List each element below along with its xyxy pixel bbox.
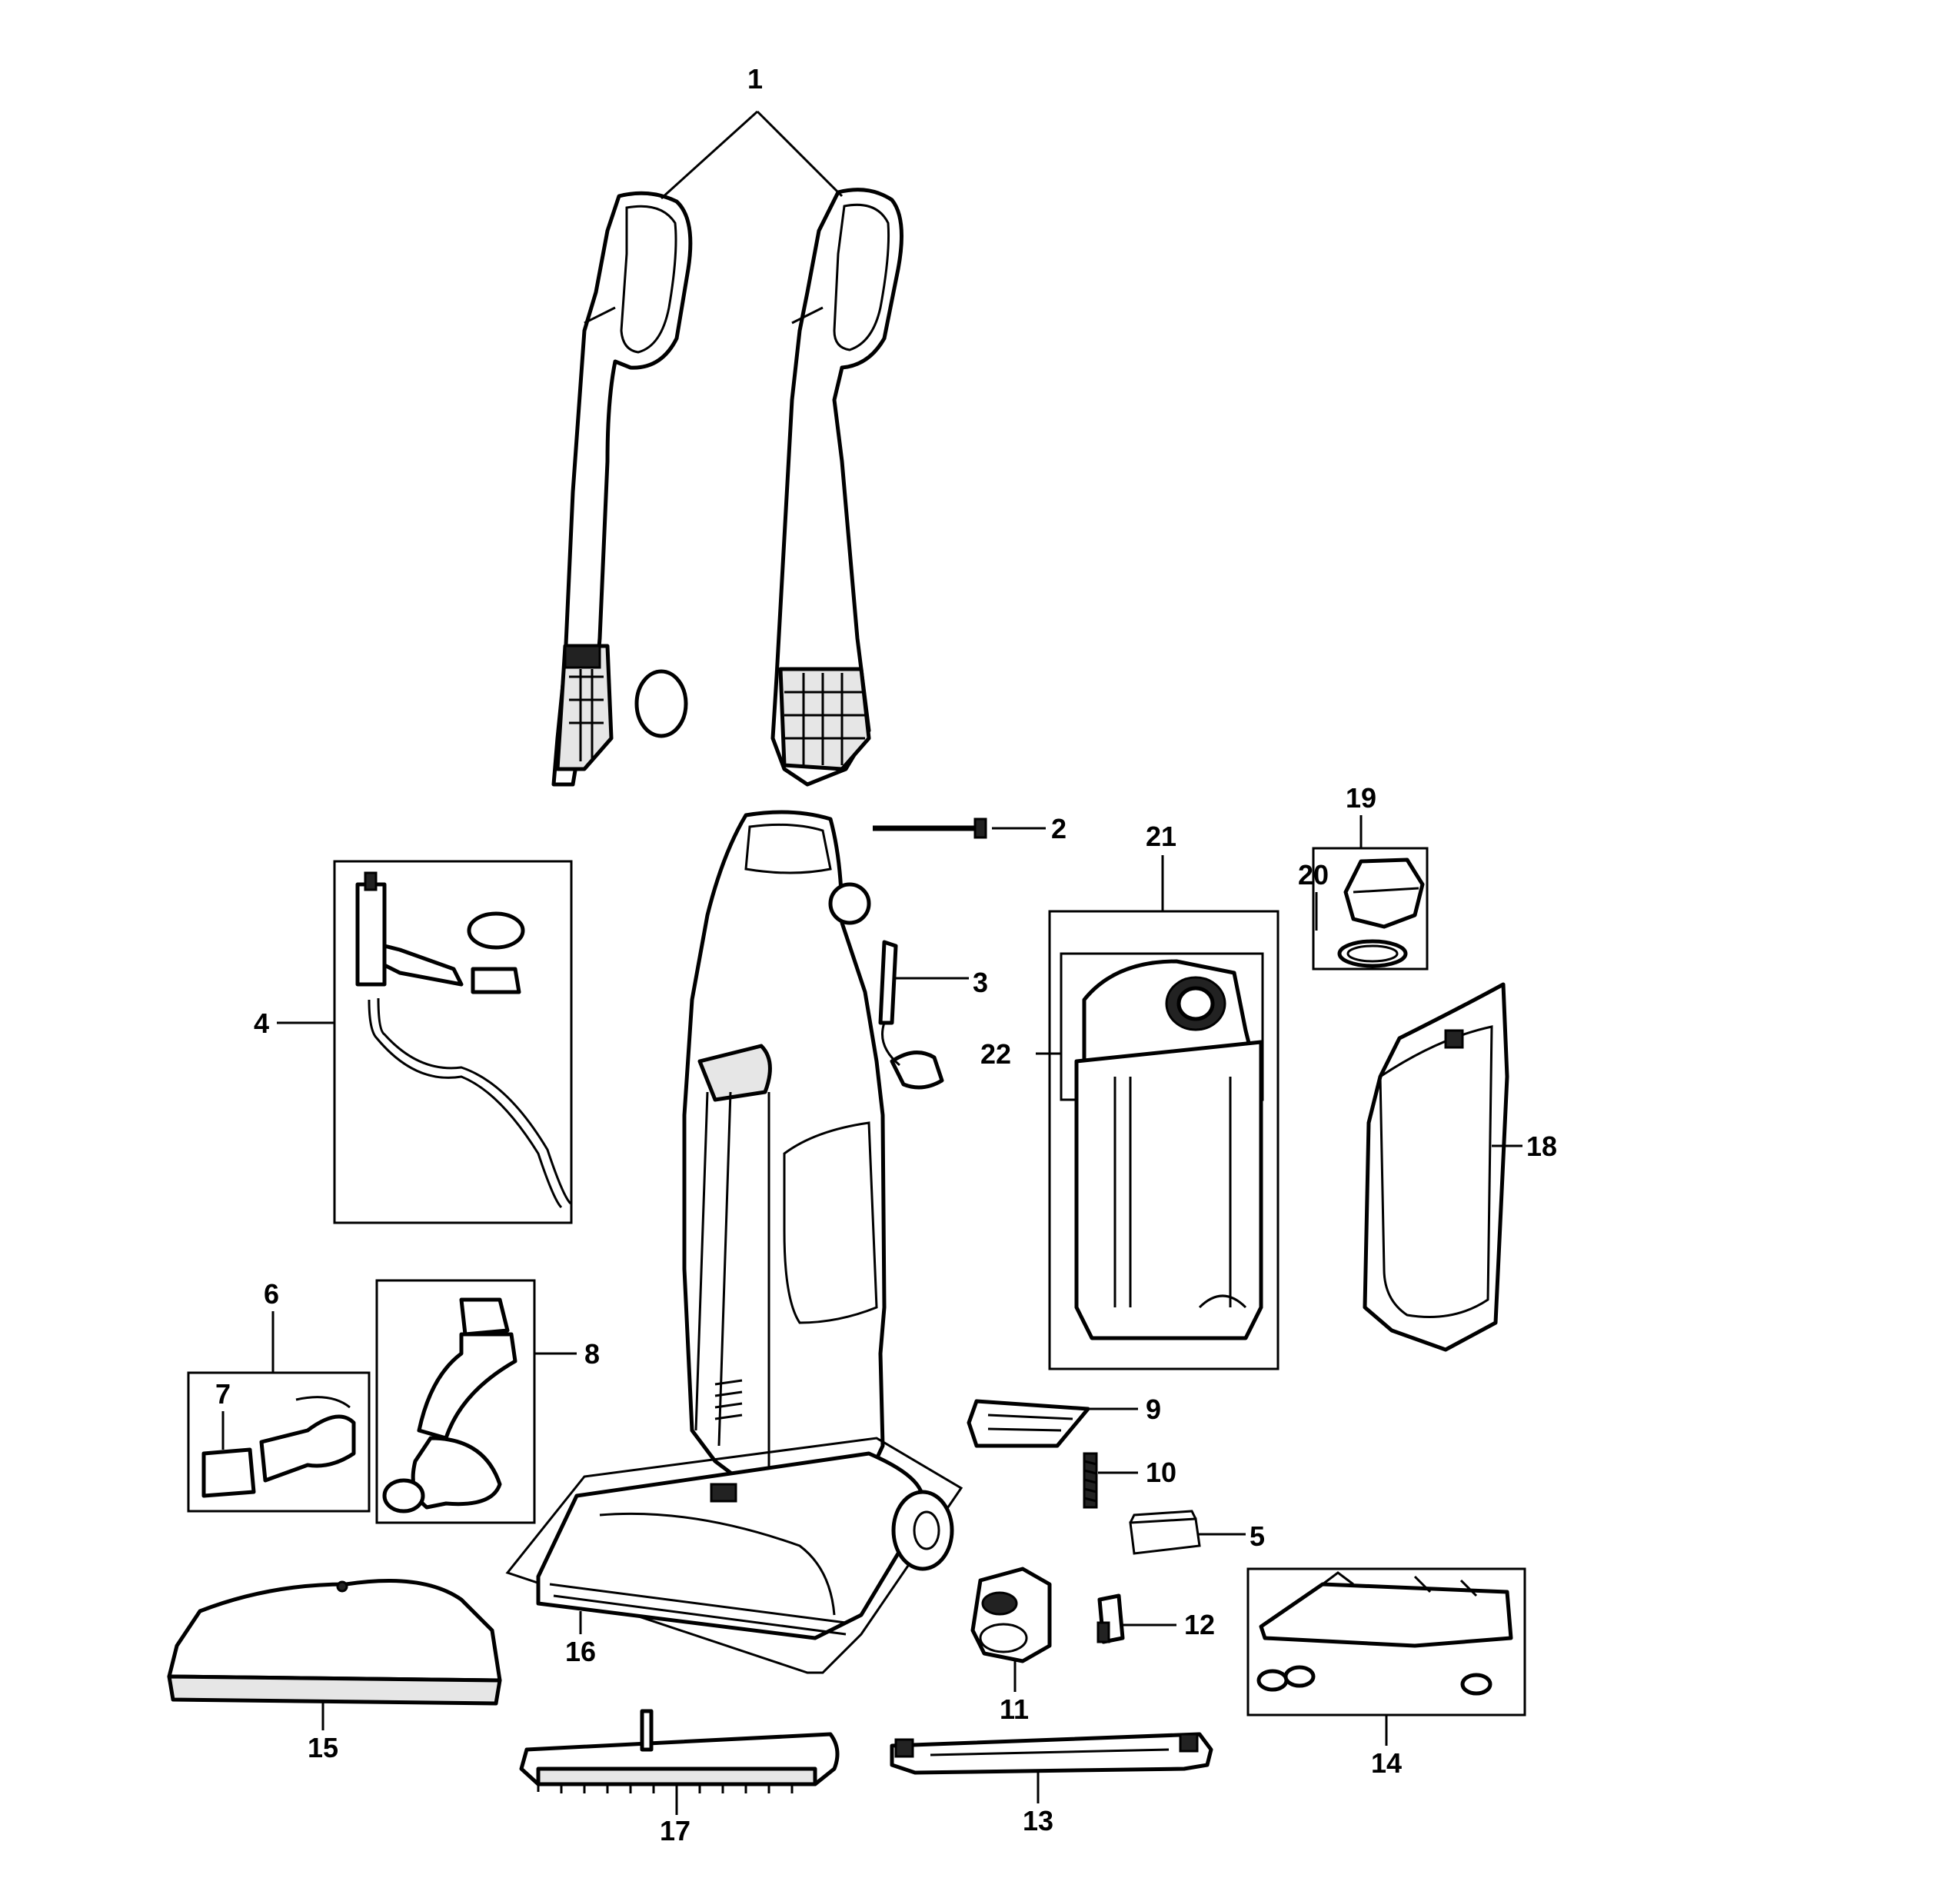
pump-hose-box [333, 860, 573, 1224]
pump-hose-kit [355, 871, 572, 1209]
callout-22: 22 [980, 1038, 1011, 1070]
callout-1: 1 [747, 63, 763, 95]
callout-6: 6 [264, 1278, 279, 1310]
leader-lines [221, 110, 1522, 1815]
tank-cap-box [1312, 847, 1429, 971]
power-cord [878, 940, 944, 1090]
handle-left [551, 191, 693, 787]
callout-11: 11 [1000, 1693, 1029, 1725]
callout-13: 13 [1023, 1805, 1053, 1836]
tank-cap [1337, 857, 1425, 968]
callout-3: 3 [973, 967, 988, 998]
switch [1096, 1593, 1125, 1644]
callout-16: 16 [565, 1636, 596, 1667]
callout-4: 4 [254, 1007, 269, 1039]
tank-assembly [1074, 959, 1263, 1340]
hose-duct [382, 1297, 517, 1513]
callout-8: 8 [584, 1338, 600, 1370]
motor [970, 1567, 1052, 1663]
callout-labels: 1 2 3 4 5 6 7 8 9 10 11 12 13 14 15 16 1… [215, 63, 1557, 1846]
callout-2: 2 [1051, 813, 1067, 844]
tank-cover [1363, 982, 1509, 1352]
callout-20: 20 [1298, 859, 1329, 891]
callout-17: 17 [660, 1815, 690, 1846]
handle-right [770, 188, 903, 787]
nozzle-cap-box [187, 1371, 371, 1513]
handle-screw [873, 817, 987, 839]
hose-duct-box [375, 1279, 536, 1524]
spring [1083, 1452, 1098, 1509]
callout-21: 21 [1146, 821, 1176, 852]
callout-5: 5 [1250, 1520, 1265, 1552]
callout-12: 12 [1184, 1609, 1215, 1640]
callout-19: 19 [1346, 782, 1376, 814]
pedal [967, 1399, 1090, 1448]
bottom-plate [890, 1732, 1213, 1775]
callout-10: 10 [1146, 1457, 1176, 1488]
nozzle-cap-parts [201, 1396, 356, 1498]
callout-14: 14 [1371, 1747, 1402, 1779]
main-body [682, 810, 887, 1502]
filter-block [1129, 1510, 1201, 1555]
callout-7: 7 [215, 1378, 231, 1410]
callout-15: 15 [308, 1732, 338, 1763]
callout-18: 18 [1526, 1130, 1557, 1162]
nozzle-cover [167, 1579, 502, 1706]
brush-roll-housing [519, 1709, 840, 1793]
callout-9: 9 [1146, 1394, 1161, 1425]
base-nozzle [536, 1451, 954, 1640]
base-frame [1256, 1571, 1513, 1696]
